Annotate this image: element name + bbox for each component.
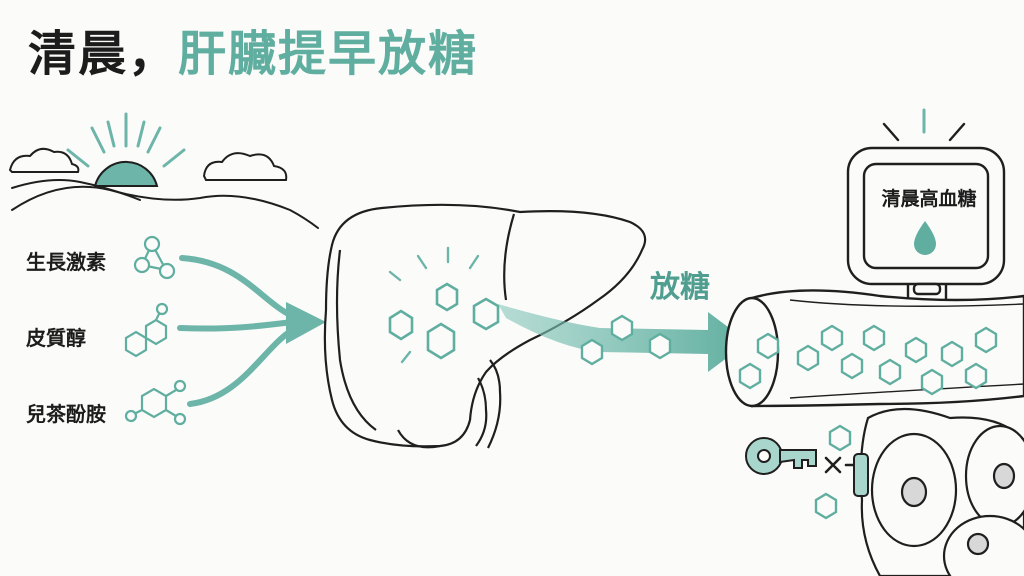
liver-sparkle xyxy=(388,246,480,364)
body-cells xyxy=(859,407,1024,576)
hormone-label-growth: 生長激素 xyxy=(26,250,106,274)
title-highlight: 肝臟提早放糖 xyxy=(178,26,479,82)
glucose-meter xyxy=(846,108,1006,312)
glucose-icons-cell xyxy=(814,424,852,520)
blocked-x-icon xyxy=(824,456,858,474)
molecule-icon-cortisol xyxy=(124,302,169,358)
sunrise-icon xyxy=(8,112,319,229)
molecule-icon-catecholamine xyxy=(124,379,187,426)
page-title: 清晨，肝臟提早放糖 xyxy=(28,22,478,86)
title-prefix: 清晨， xyxy=(28,26,179,82)
receptor-icon xyxy=(853,453,869,497)
glucose-icons-vessel xyxy=(738,324,998,396)
release-sugar-label: 放糖 xyxy=(650,270,710,305)
meter-label: 清晨高血糖 xyxy=(881,188,977,210)
blood-drop-icon xyxy=(914,221,936,255)
insulin-key-icon xyxy=(745,437,817,475)
hormone-flow-arrows xyxy=(177,255,326,407)
hormone-label-cortisol: 皮質醇 xyxy=(26,326,86,350)
glucose-icons-liver xyxy=(388,282,500,360)
molecule-icon-growth-hormone xyxy=(133,235,176,280)
hormone-label-catecholamine: 兒茶酚胺 xyxy=(26,402,106,426)
glucose-icons-flow xyxy=(580,314,672,366)
